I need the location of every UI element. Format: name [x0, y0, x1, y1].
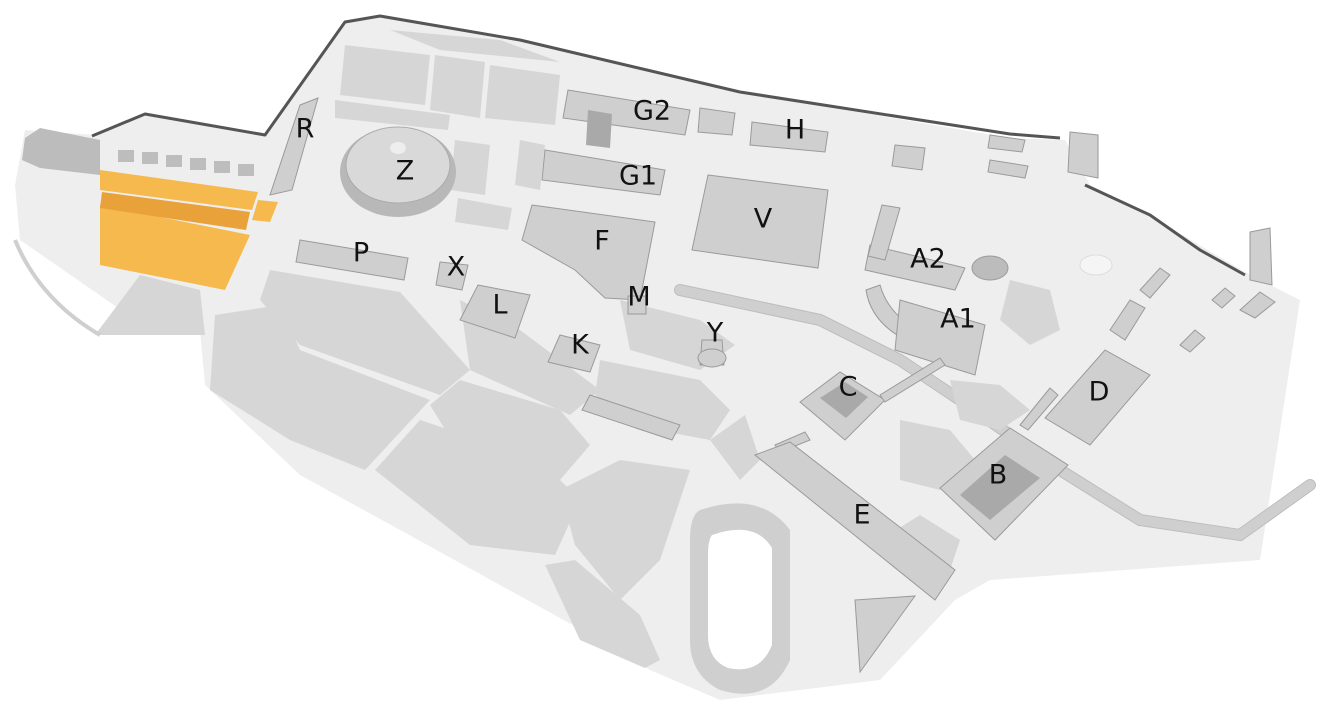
building-labels: R Z G2 G1 H V F P X L M K Y A2 A1 C D B …: [296, 96, 1110, 531]
building-P: [295, 239, 409, 281]
east-buildings: [891, 131, 1276, 353]
building-G2-annex: [697, 107, 736, 136]
label-R[interactable]: R: [296, 114, 315, 145]
building-E: [754, 441, 956, 674]
label-X[interactable]: X: [447, 252, 466, 283]
north-blocks: [335, 30, 560, 230]
campus-ground: [15, 16, 1300, 700]
building-V: [691, 174, 829, 269]
highlight-lot-main: [100, 205, 250, 290]
building-X: [435, 261, 469, 291]
building-C: [774, 357, 946, 453]
highlight-row-2: [100, 192, 250, 230]
building-F: [521, 204, 656, 301]
label-F[interactable]: F: [594, 226, 610, 257]
highlighted-area: [100, 170, 278, 290]
label-P[interactable]: P: [353, 238, 369, 269]
building-K-strip: [581, 394, 681, 441]
label-E[interactable]: E: [853, 500, 870, 531]
label-B[interactable]: B: [989, 460, 1008, 491]
label-V[interactable]: V: [754, 204, 773, 235]
building-G2: [562, 89, 691, 148]
building-H: [749, 121, 829, 153]
building-R: [269, 97, 319, 196]
label-Y[interactable]: Y: [706, 318, 724, 349]
west-sheds: [118, 150, 254, 176]
highlight-row-1: [100, 170, 258, 210]
building-A1: [894, 299, 986, 376]
building-L: [459, 284, 531, 339]
building-B: [939, 427, 1069, 541]
west-building: [22, 128, 100, 175]
building-K: [547, 334, 601, 373]
label-G1[interactable]: G1: [619, 161, 657, 192]
building-Z: [340, 126, 456, 217]
campus-boundary-east: [1084, 183, 1246, 277]
label-K[interactable]: K: [571, 330, 590, 361]
building-D-link: [1019, 387, 1059, 431]
building-A-complex: [864, 204, 1009, 376]
building-D: [1044, 349, 1151, 446]
building-A2: [864, 244, 966, 291]
building-M: [627, 295, 647, 315]
label-H[interactable]: H: [785, 115, 805, 146]
running-track: [690, 503, 790, 694]
west-field: [95, 275, 205, 335]
highlight-strip: [252, 200, 278, 222]
west-curve: [13, 239, 102, 337]
building-Y: [697, 339, 727, 368]
label-M[interactable]: M: [627, 282, 650, 313]
label-Z[interactable]: Z: [396, 156, 415, 187]
label-A1[interactable]: A1: [940, 304, 976, 335]
city-blocks: [210, 270, 1060, 668]
label-G2[interactable]: G2: [633, 96, 671, 127]
building-G1: [541, 149, 666, 196]
label-A2[interactable]: A2: [910, 244, 946, 275]
label-L[interactable]: L: [492, 290, 507, 321]
label-D[interactable]: D: [1089, 377, 1110, 408]
label-C[interactable]: C: [839, 372, 858, 403]
campus-boundary: [91, 14, 1061, 140]
